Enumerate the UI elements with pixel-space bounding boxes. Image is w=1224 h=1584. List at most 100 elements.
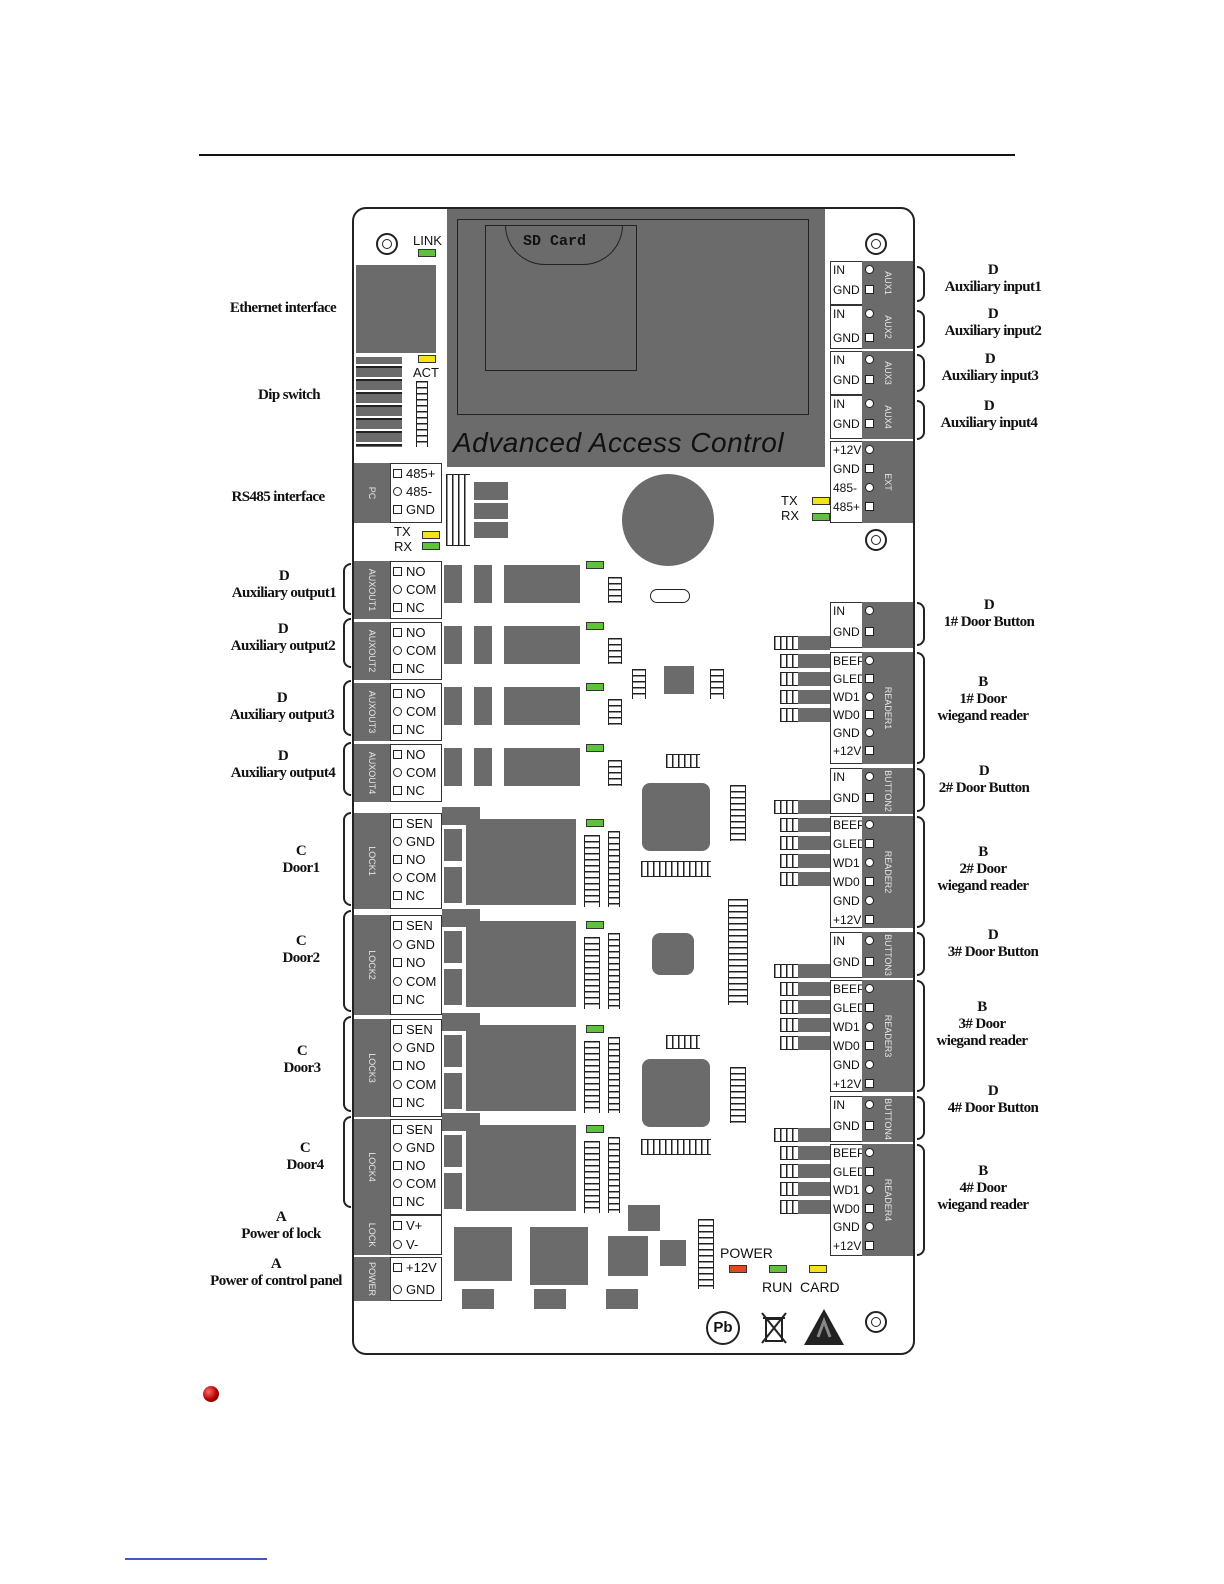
callout-in3-text: Auxiliary input3 [941, 368, 1039, 384]
auxout4-terminal-screw [393, 768, 402, 777]
aux2-pin-label: IN [833, 307, 845, 321]
power-pin-label: GND [406, 1282, 435, 1297]
link-led [418, 249, 436, 257]
auxout3-component [474, 687, 492, 725]
aux2-terminal-screw [865, 333, 874, 342]
auxout1-terminal-screw [393, 567, 402, 576]
callout-ethernet-text: Ethernet interface [229, 300, 337, 316]
pc-side-text: PC [367, 486, 377, 500]
callout-rd1-letter: B [978, 674, 988, 690]
callout-powpanel-letter: A [270, 1256, 282, 1272]
lockpow-pin-label: V- [406, 1237, 419, 1252]
lock2-pin-label: COM [406, 973, 437, 989]
callout-in4-letter: D [983, 398, 995, 414]
reader4-pin-label: WD1 [833, 1183, 860, 1197]
reader2-pin-label: WD0 [833, 875, 860, 889]
auxout2-side-text: AUXOUT2 [367, 629, 377, 673]
reader2-pin-label: GLED [833, 837, 866, 851]
auxout4-pins [608, 760, 622, 786]
reader1-pins [774, 636, 798, 650]
callout-btn1-text: 1# Door Button [943, 614, 1035, 630]
auxout2-pins [608, 638, 622, 664]
right-bracket [917, 816, 925, 928]
reader3-component [798, 982, 830, 996]
ethernet-jack [356, 265, 436, 353]
reader4-pin-label: BEEP [833, 1146, 866, 1160]
left-bracket [343, 812, 351, 906]
callout-aux3-letter: D [276, 690, 288, 706]
lock1-terminal-screw [393, 855, 402, 864]
reader4-terminal-screw [865, 1203, 874, 1213]
reader2-side-text: READER2 [882, 850, 893, 894]
auxout2-terminal-screw [393, 646, 402, 655]
lock2-pin-label: NO [406, 955, 426, 970]
callout-door3-text: Door3 [283, 1060, 322, 1076]
act-label: ACT [413, 365, 439, 380]
button2-side-label: BUTTON2 [862, 768, 913, 814]
reader4-side-label: READER4 [862, 1144, 913, 1256]
reader1-pins [780, 708, 798, 722]
power-pins [698, 1219, 714, 1289]
lock3-pins [584, 1041, 600, 1113]
aux2-terminal-screw [865, 309, 874, 318]
lock3-status-led [586, 1025, 604, 1033]
reader2-component [798, 818, 830, 832]
auxout2-pin-label: COM [406, 643, 437, 658]
reader2-pins [780, 836, 798, 850]
reader3-pin-label: +12V [833, 1077, 862, 1091]
auxout3-pin-label: NC [406, 722, 425, 737]
reader3-terminal-screw [865, 984, 874, 993]
aux4-side-text: AUX4 [882, 405, 893, 429]
mcu-chip [642, 783, 710, 851]
power-pin-label: +12V [406, 1260, 437, 1275]
aux1-side-text: AUX1 [882, 271, 893, 295]
lock1-side-label: LOCK1 [354, 813, 390, 909]
controller-board: SD Card Advanced Access Control LINK ACT… [352, 207, 915, 1355]
reader3-pins [780, 982, 798, 996]
button3-pin-label: IN [833, 934, 845, 948]
button1-terminal-screw [865, 606, 874, 615]
aux3-terminal-screw [865, 355, 874, 364]
reader1-terminal-screw [865, 656, 874, 665]
aux4-pin-label: GND [833, 417, 860, 431]
rx-led [422, 542, 440, 550]
button4-pin-label: GND [833, 1119, 860, 1133]
auxout4-side-text: AUXOUT4 [367, 751, 377, 795]
dip-switch[interactable] [356, 357, 402, 447]
reader1-pin-label: GLED [833, 672, 866, 686]
button3-side-text: BUTTON3 [882, 934, 893, 976]
callout-rd1-text: 1# Door [959, 691, 1007, 707]
lock2-side-text: LOCK2 [367, 950, 377, 980]
auxout3-terminal-screw [393, 707, 402, 716]
reader4-pin-label: GLED [833, 1164, 866, 1179]
right-bracket [917, 602, 925, 646]
aux3-terminal-screw [865, 375, 874, 384]
reader2-pins [780, 818, 798, 832]
lock4-pins [608, 1137, 620, 1213]
weee-bin-icon [761, 1312, 787, 1344]
auxout1-pin-label: NO [406, 564, 426, 579]
aux3-side-label: AUX3 [862, 351, 913, 395]
power-inductor [454, 1227, 512, 1281]
reader2-pin-label: BEEP [833, 818, 866, 832]
button1-terminal-screw [865, 627, 874, 636]
aux4-terminal-screw [865, 399, 874, 408]
lock4-pin-label: COM [406, 1176, 437, 1191]
reader3-terminal-screw [865, 1041, 874, 1050]
reader3-pins [774, 964, 798, 978]
lock3-terminal-screw [393, 1097, 402, 1107]
button2-terminal-screw [865, 772, 874, 781]
reader2-terminal-screw [865, 839, 874, 848]
lead-free-icon: Pb [706, 1311, 740, 1345]
lock3-pin-label: NO [406, 1058, 426, 1074]
reader1-terminal-screw [865, 674, 874, 683]
callout-rd4-letter: B [978, 1163, 988, 1179]
